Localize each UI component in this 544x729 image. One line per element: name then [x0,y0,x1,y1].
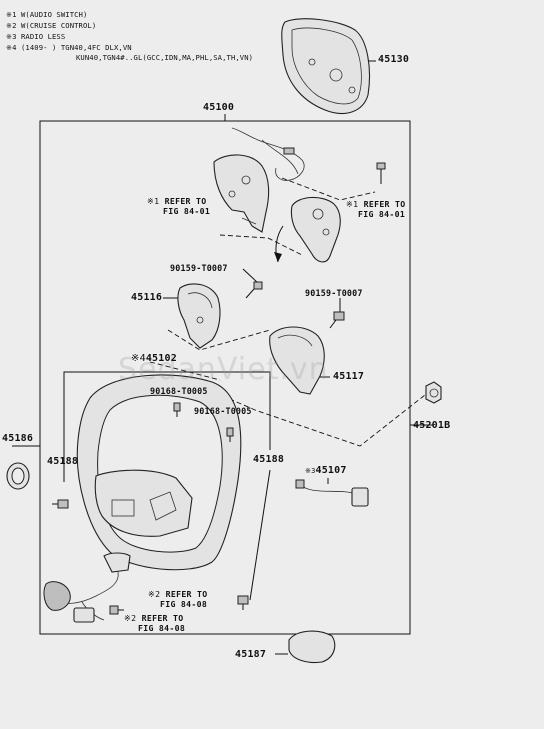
note-4-continued: KUN40,TGN4#..GL(GCC,IDN,MA,PHL,SA,TH,VN) [76,53,254,62]
leader-90159a [242,268,259,284]
cover-45117 [269,326,325,395]
part-45107-mark: ※3 [305,467,316,475]
screw-90168a [173,402,181,417]
refer-cruise2-line1: REFER TO [141,613,184,623]
dash-line-4 [199,385,426,447]
refer-cruise2-mark: ※2 [124,613,137,623]
refer-right-line2: FIG 84-01 [358,209,406,219]
note-1-text: W(AUDIO SWITCH) [21,10,88,19]
note-1-mark: ※1 [6,10,17,19]
watermark: SedanViet.vn [118,352,329,387]
refer-left-mark: ※1 [147,196,160,206]
connector-upper [283,147,295,155]
screw-90159a [245,281,263,299]
cap-45187 [288,630,336,664]
part-number-90159-a: 90159-T0007 [170,263,228,273]
part-number-45130: 45130 [378,54,410,65]
dash-line-5 [149,361,221,381]
part-number-45187: 45187 [235,649,267,660]
wire-harness-upper [231,127,305,181]
part-45102-number: 45102 [145,353,177,364]
part-number-90159-b: 90159-T0007 [305,288,363,298]
refer-left-line1: REFER TO [164,196,207,206]
part-45107-number: 45107 [315,465,347,476]
screw-90168b [226,427,234,442]
cover-45116 [177,283,221,349]
note-4: ※4 (1409- ) TGN40,4FC DLX,VN [6,43,132,53]
refer-cruise1-line1: REFER TO [165,589,208,599]
refer-fig-84-08-upper[interactable]: ※2 REFER TO FIG 84-08 [148,589,207,609]
refer-fig-84-01-left[interactable]: ※1 REFER TO FIG 84-01 [147,196,210,216]
refer-fig-84-01-right[interactable]: ※1 REFER TO FIG 84-01 [346,199,405,219]
dash-line-3 [167,329,271,351]
refer-cruise2-line2: FIG 84-08 [138,623,186,633]
part-number-45100: 45100 [203,102,235,113]
audio-switch-left [213,154,270,233]
part-number-90168-a: 90168-T0005 [150,386,208,396]
bracket-45102-right [132,371,271,450]
part-number-45201B: 45201B [413,420,451,431]
note-3-text: RADIO LESS [21,32,66,41]
bracket-45102 [63,371,132,482]
note-2: ※2 W(CRUISE CONTROL) [6,21,96,31]
part-number-45102: ※445102 [131,353,177,364]
assembly-arrowhead [274,252,282,262]
part-number-45188-b: 45188 [253,454,285,465]
nut-45201B [425,381,442,404]
part-45102-mark: ※4 [131,353,146,364]
part-number-90168-b: 90168-T0005 [194,406,252,416]
refer-left-line2: FIG 84-01 [163,206,211,216]
audio-switch-right [290,196,341,263]
note-2-mark: ※2 [6,21,17,30]
refer-cruise1-mark: ※2 [148,589,161,599]
screw-45188a [52,499,69,509]
cruise-harness [43,552,131,623]
part-number-45107: ※345107 [305,465,347,476]
steering-wheel-45102 [76,374,242,571]
screw-45188b [237,595,249,610]
screw-90159b [329,311,345,329]
refer-cruise1-line2: FIG 84-08 [160,599,208,609]
steering-pad-45130 [281,18,371,114]
dash-line-2 [219,234,303,256]
note-4-text: (1409- ) TGN40,4FC DLX,VN [21,43,132,52]
part-number-45186: 45186 [2,433,34,444]
part-number-45117: 45117 [333,371,365,382]
wire-harness-upper-2 [261,139,299,175]
part-number-45188-a: 45188 [47,456,79,467]
note-3-mark: ※3 [6,32,17,41]
ring-45186 [6,462,30,490]
leader-45188b [249,469,271,601]
note-2-text: W(CRUISE CONTROL) [21,21,97,30]
screw-upper-right [376,162,386,184]
refer-fig-84-08-lower[interactable]: ※2 REFER TO FIG 84-08 [124,613,185,633]
note-3: ※3 RADIO LESS [6,32,65,42]
refer-right-mark: ※1 [346,199,359,209]
dash-line-1 [281,177,376,201]
note-1: ※1 W(AUDIO SWITCH) [6,10,87,20]
note-4-mark: ※4 [6,43,17,52]
refer-right-line1: REFER TO [363,199,406,209]
wire-45107 [295,479,369,507]
part-number-45116: 45116 [131,292,163,303]
